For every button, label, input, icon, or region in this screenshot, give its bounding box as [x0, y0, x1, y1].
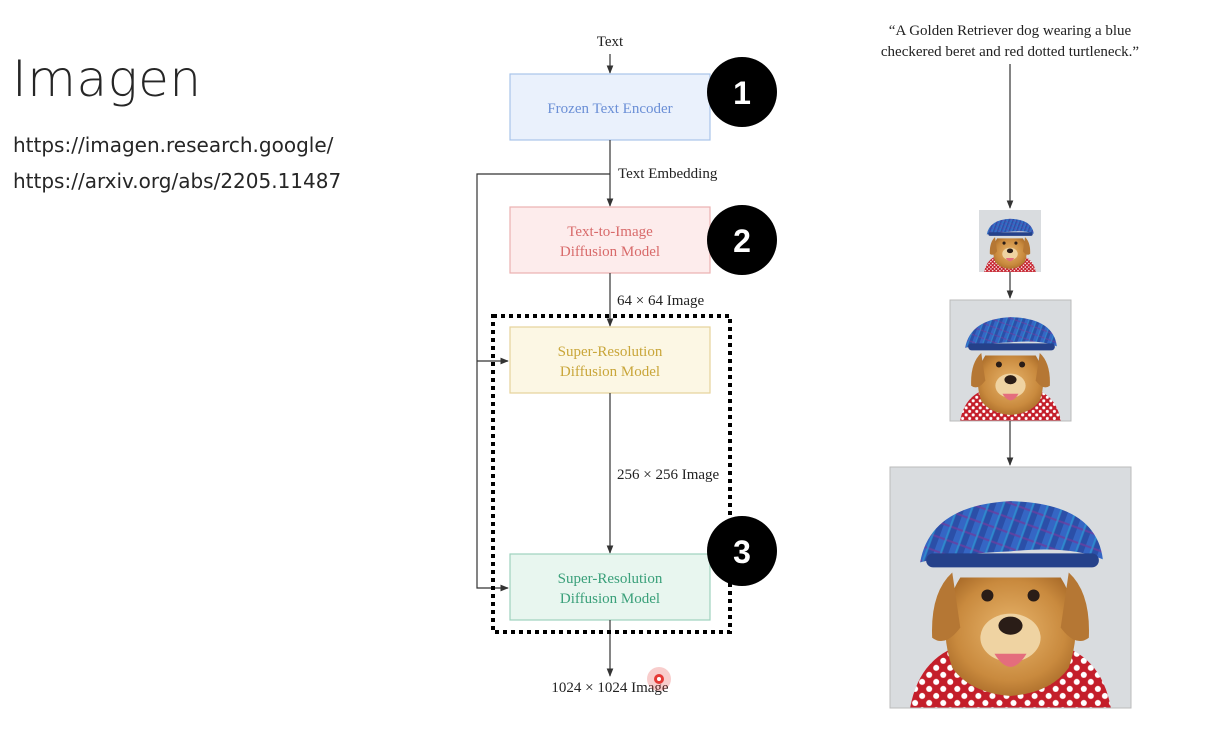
svg-text:1: 1 [733, 75, 751, 111]
super-resolution-group-outline [491, 314, 732, 634]
cursor-indicator [647, 667, 671, 691]
super-resolution-block-1024: Super-Resolution Diffusion Model [509, 553, 711, 621]
block-label-line-2: Diffusion Model [560, 244, 660, 260]
edge-label-64: 64 × 64 Image [617, 293, 705, 309]
dog-image-64 [979, 210, 1041, 272]
reference-links: https://imagen.research.google/ https://… [13, 130, 341, 202]
link-arxiv-paper[interactable]: https://arxiv.org/abs/2205.11487 [13, 169, 342, 193]
block-label: Frozen Text Encoder [547, 101, 672, 117]
prompt-line-1: “A Golden Retriever dog wearing a blue [889, 23, 1132, 39]
output-label-1024: 1024 × 1024 Image [551, 680, 669, 696]
block-label-line-1: Text-to-Image [567, 224, 653, 240]
dog-image-256 [949, 299, 1072, 422]
edge-label-text-embedding: Text Embedding [618, 166, 718, 182]
block-label-line-1: Super-Resolution [558, 344, 663, 360]
link-project-page[interactable]: https://imagen.research.google/ [13, 133, 334, 157]
svg-text:3: 3 [733, 534, 751, 570]
input-text-label: Text [597, 34, 624, 50]
block-label-line-1: Super-Resolution [558, 571, 663, 587]
super-resolution-block-256: Super-Resolution Diffusion Model [509, 326, 711, 394]
text-to-image-diffusion-block: Text-to-Image Diffusion Model [509, 206, 711, 274]
badge-3: 3 [707, 516, 777, 586]
prompt-line-2: checkered beret and red dotted turtlenec… [881, 44, 1139, 60]
edge-label-256: 256 × 256 Image [617, 467, 720, 483]
svg-text:2: 2 [733, 223, 751, 259]
block-label-line-2: Diffusion Model [560, 364, 660, 380]
dog-image-1024 [889, 466, 1132, 709]
badge-2: 2 [707, 205, 777, 275]
badge-1: 1 [707, 57, 777, 127]
slide-title: Imagen [12, 50, 202, 108]
block-label-line-2: Diffusion Model [560, 591, 660, 607]
frozen-text-encoder-block: Frozen Text Encoder [509, 73, 711, 141]
